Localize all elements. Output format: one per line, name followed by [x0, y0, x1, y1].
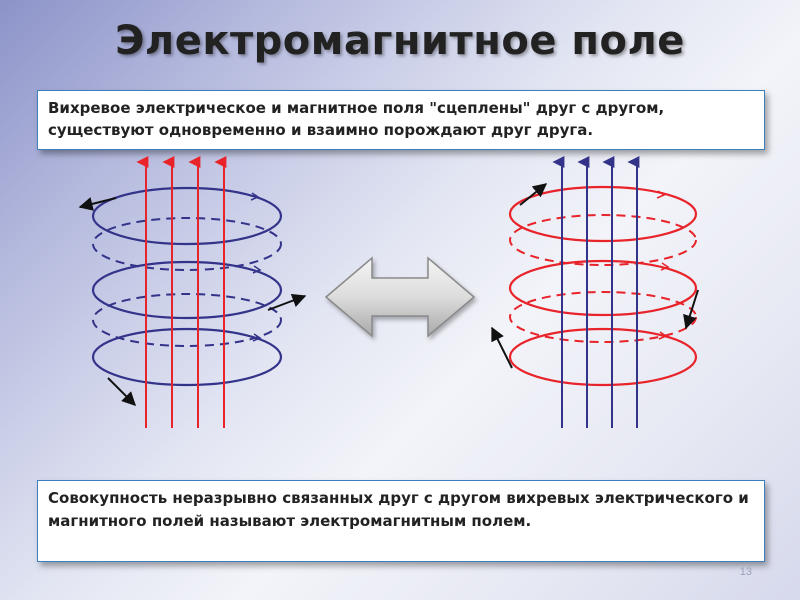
- right-ring-chevron-2: [660, 262, 670, 271]
- slide-title: Электромагнитное поле: [115, 18, 685, 64]
- left-field-group: [78, 156, 307, 428]
- right-ring-chevron-1: [656, 190, 666, 199]
- double-arrow-icon: [324, 256, 476, 338]
- left-ring-1: [91, 186, 283, 246]
- left-ring-chevron-1: [250, 192, 260, 201]
- left-ring-2: [91, 260, 283, 320]
- left-ring-chevron-2: [252, 265, 262, 274]
- left-tangent-arrow-2: [267, 293, 307, 311]
- right-ring-1: [508, 185, 698, 243]
- right-dashed-ring-2: [509, 291, 697, 343]
- right-field-group: [491, 156, 699, 428]
- left-dashed-ring-2: [92, 293, 282, 347]
- top-text-box: Вихревое электрическое и магнитное поля …: [37, 90, 765, 150]
- left-ring-3: [91, 327, 283, 387]
- right-ring-3: [508, 327, 698, 387]
- bottom-text-box: Совокупность неразрывно связанных друг с…: [37, 480, 765, 562]
- left-tangent-arrow-1: [78, 197, 117, 211]
- left-dashed-ring-1: [92, 217, 282, 271]
- right-dashed-ring-1: [509, 214, 697, 266]
- right-ring-2: [508, 259, 698, 317]
- slide-number: 13: [739, 566, 752, 578]
- right-tangent-arrow-3: [491, 326, 513, 369]
- left-ring-chevron-3: [252, 333, 262, 342]
- right-tangent-arrow-1: [519, 183, 548, 206]
- left-tangent-arrow-3: [107, 377, 136, 406]
- right-tangent-arrow-2: [683, 289, 699, 330]
- right-ring-chevron-3: [658, 331, 668, 340]
